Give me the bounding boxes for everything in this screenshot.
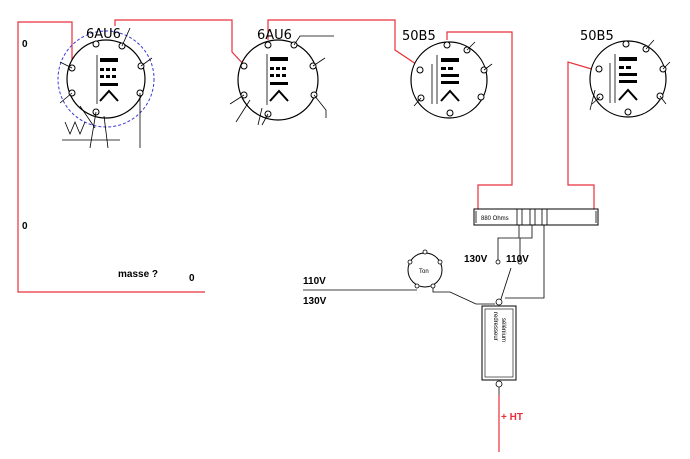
resistor-body [473,208,599,226]
ht-output-label: + HT [501,412,523,423]
tube-2-label: 6AU6 [257,28,292,43]
tube-4-envelope [589,40,667,118]
wire-tube1-tube2 [114,19,248,69]
tube-2: 6AU6 [229,28,334,126]
tube-1-leads [59,27,153,149]
tube-1-electrodes [96,55,119,104]
tube-2-electrodes [266,54,289,105]
dropping-resistor: 880 Ohms [473,208,599,299]
resistor-tap-2 [519,225,533,262]
tube-1-dashed-ring [57,30,155,128]
mains-label-110v: 110V [303,276,326,287]
tube-1: 6AU6 [22,27,155,149]
ground-label-zero-bottom: 0 [189,273,195,284]
tube-4: 50B5 [580,29,671,118]
tube-1-top-label-zero: 0 [22,39,28,50]
rectifier-body [481,305,517,381]
wire-tube4-resistor [567,61,596,210]
tube-2-leads [229,35,334,126]
selector-label-110v: 110V [506,254,529,265]
selector-blade [499,267,512,303]
tube-4-leads [589,39,671,111]
tube-4-electrodes [609,54,638,103]
tube-1-label: 6AU6 [86,27,121,42]
tube-3-leads [413,41,493,107]
tube-3-electrodes [431,55,460,104]
wire-left-rail [17,21,205,293]
mains-wiring [303,288,495,305]
heater-wiring [17,19,596,452]
rectifier-label-2: sélénium [500,318,506,342]
selenium-rectifier: redresseur sélénium [481,298,517,395]
selector-label-130v: 130V [464,254,488,265]
ground-question-label: masse ? [118,269,158,280]
ground-label-zero-mid: 0 [22,221,28,232]
tube-3-envelope [410,41,488,119]
resistor-tap-1 [497,225,520,262]
tube-1-envelope [66,39,146,119]
tube-2-envelope [237,39,319,121]
mains-label-130v: 130V [303,296,327,307]
wire-tube2-tube3 [267,19,423,69]
tube-3-label: 50B5 [402,29,436,44]
wire-tube3-resistor [446,31,513,210]
resistor-value-label: 880 Ohms [481,216,509,222]
lamp-label: Ton [419,269,429,275]
pilot-lamp: Ton [407,249,443,289]
tube-3: 50B5 [402,29,493,119]
resistor-tap-3 [505,225,545,299]
voltage-selector: 130V 110V [464,254,529,303]
tube-4-label: 50B5 [580,29,614,44]
rectifier-label-1: redresseur [492,312,498,341]
